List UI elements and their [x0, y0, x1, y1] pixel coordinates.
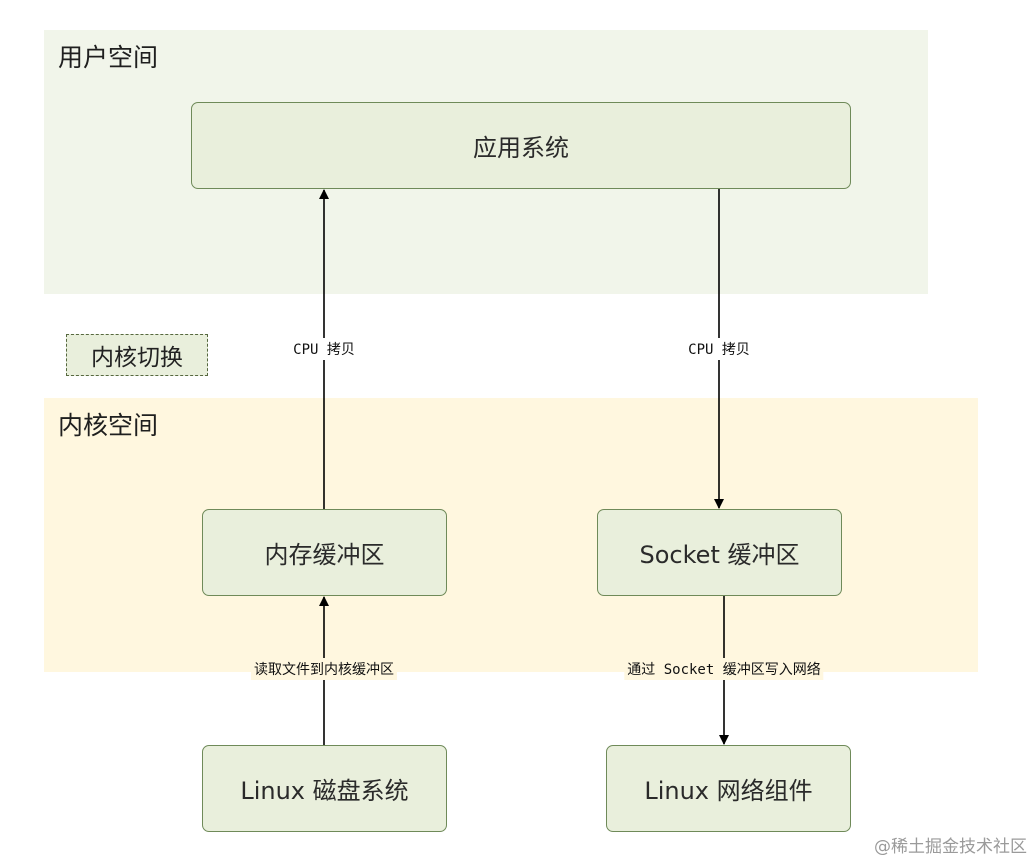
edge-label-cpu-copy-up: CPU 拷贝 [290, 338, 358, 360]
node-socket-buffer: Socket 缓冲区 [597, 509, 842, 596]
user-space-title: 用户空间 [58, 43, 159, 72]
edge-label-cpu-copy-down: CPU 拷贝 [685, 338, 753, 360]
watermark: @稀土掘金技术社区 [874, 837, 1027, 857]
kernel-switch-tag: 内核切换 [66, 334, 208, 376]
node-network-component: Linux 网络组件 [606, 745, 851, 832]
node-memory-buffer: 内存缓冲区 [202, 509, 447, 596]
edge-label-read-to-kernel: 读取文件到内核缓冲区 [251, 658, 397, 680]
kernel-space-title: 内核空间 [58, 411, 159, 440]
edge-label-write-to-net: 通过 Socket 缓冲区写入网络 [624, 658, 824, 680]
node-disk-system: Linux 磁盘系统 [202, 745, 447, 832]
node-app-system: 应用系统 [191, 102, 851, 189]
